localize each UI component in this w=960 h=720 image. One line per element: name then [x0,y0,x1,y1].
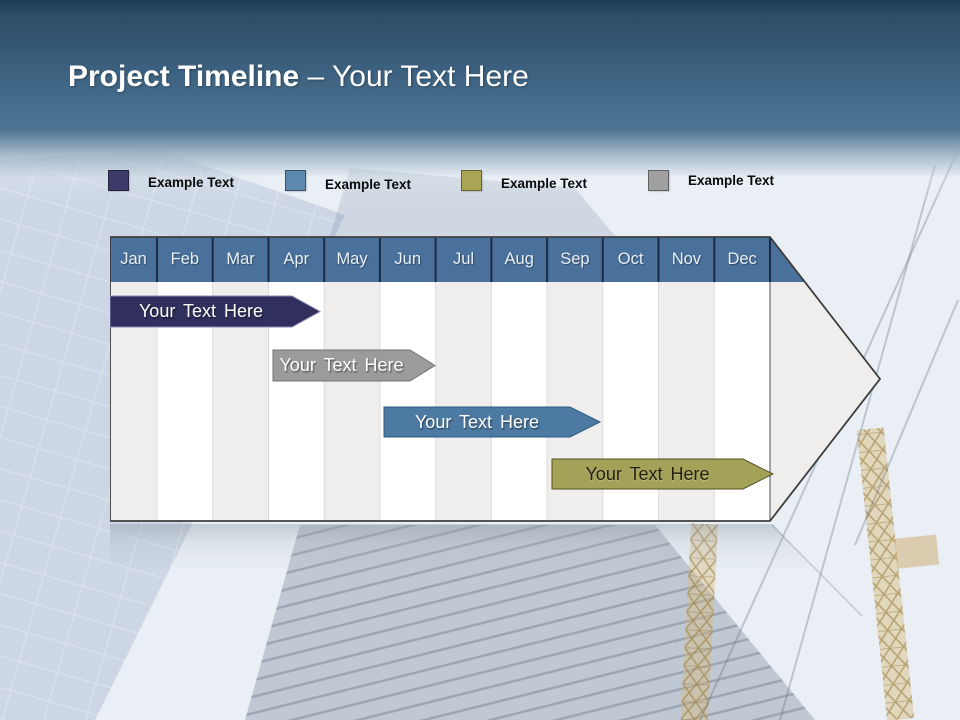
timeline-bar-label[interactable]: Your Text Here [138,301,264,321]
month-cell[interactable]: Sep [560,250,590,268]
month-cell[interactable]: May [336,250,368,268]
legend-swatch [461,169,482,191]
header-dividers [156,237,771,282]
month-cell[interactable]: Feb [170,250,200,268]
bg-crane-left [680,523,719,720]
legend-item[interactable]: Example Text [461,169,588,191]
bg-building-center [245,168,815,720]
legend-swatch [648,169,669,191]
timeline-bar-label[interactable]: Your Text Here [279,355,404,375]
month-cell[interactable]: Jun [394,250,422,268]
month-cell[interactable]: Dec [727,250,757,268]
timeline-bar-label[interactable]: Your Text Here [585,463,710,484]
bg-reflection-line [771,524,863,617]
legend-item-label: Example Text [148,174,235,190]
month-cell[interactable]: Jan [120,250,147,268]
timeline-svg [110,236,882,522]
page-title[interactable]: Project Timeline – Your Text Here [68,60,529,94]
title-bold: Project Timeline [68,60,300,93]
legend-item[interactable]: Example Text [285,169,412,192]
title-rest: – Your Text Here [307,60,529,93]
month-cell[interactable]: Aug [504,250,534,268]
timeline-header-band [110,237,880,282]
timeline-bar[interactable] [272,349,436,382]
month-cell[interactable]: Apr [283,250,310,268]
timeline: Jan Feb Mar Apr May Jun Jul Aug Sep Oct … [110,236,885,526]
legend-swatch [285,169,306,191]
legend-item-label: Example Text [501,175,588,191]
month-cell[interactable]: Nov [671,250,702,268]
legend-item-label: Example Text [688,172,775,188]
timeline-bar[interactable] [110,295,322,328]
legend-item-label: Example Text [325,176,412,192]
timeline-bar[interactable] [551,458,775,490]
month-cell[interactable]: Jul [452,250,475,268]
legend-swatch [108,169,129,191]
timeline-bar[interactable] [383,406,602,438]
timeline-outline [110,236,882,522]
month-cell[interactable]: Oct [617,250,644,268]
month-cell[interactable]: Mar [226,250,255,268]
legend-item[interactable]: Example Text [648,169,775,191]
legend-item[interactable]: Example Text [108,169,235,191]
bg-crane-right [856,427,940,720]
timeline-bar-label[interactable]: Your Text Here [414,411,540,432]
